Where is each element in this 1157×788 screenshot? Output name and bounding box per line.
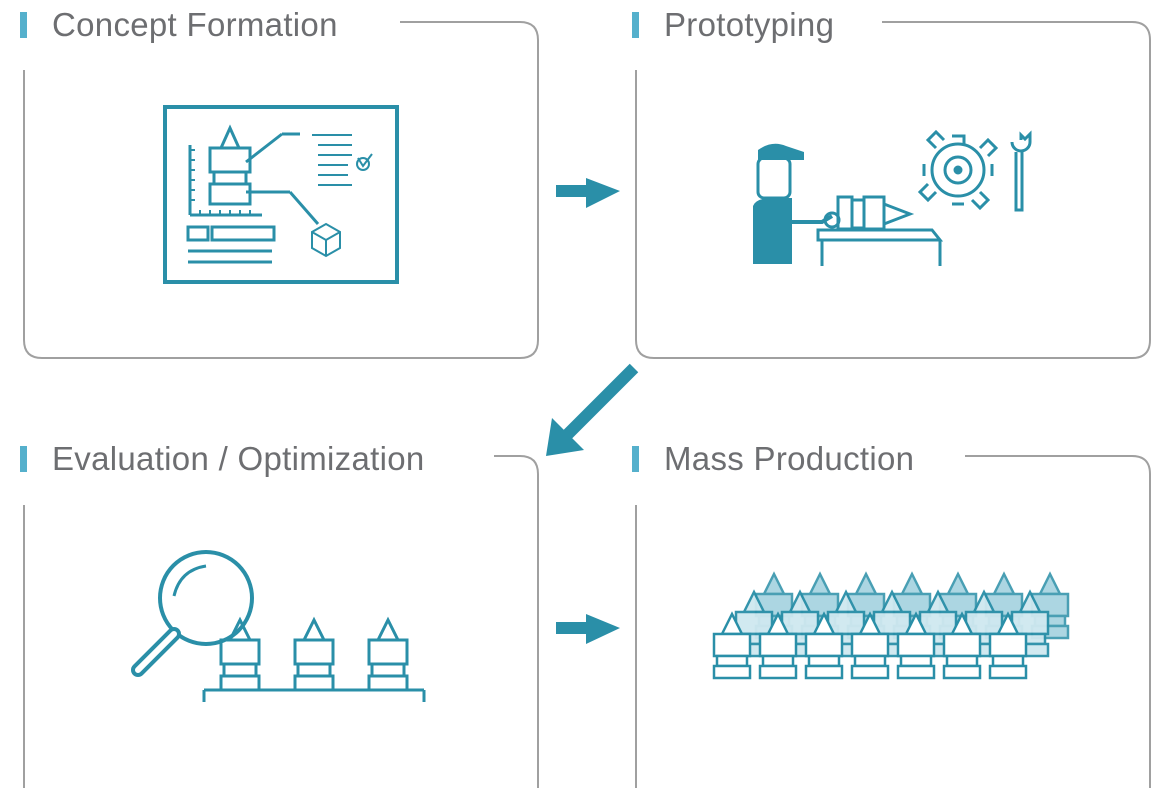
panel-frame-prototyping — [635, 21, 1151, 359]
gear-icon — [917, 129, 999, 211]
part-icon — [988, 611, 1028, 680]
panel-title-evaluation: Evaluation / Optimization — [52, 440, 425, 477]
arrow-down-left-head — [546, 418, 584, 456]
panel-frame-evaluation — [23, 455, 539, 788]
arrow-right-icon-2 — [556, 614, 620, 644]
blueprint-icon — [163, 105, 399, 284]
part-icon — [758, 611, 798, 680]
title-marker — [20, 12, 27, 38]
part-icon — [1010, 589, 1050, 658]
panel-title-concept: Concept Formation — [52, 6, 338, 43]
title-marker — [20, 446, 27, 472]
panel-frame-mass-production — [635, 455, 1151, 788]
magnifier-inspection-icon — [131, 550, 426, 702]
part-icon — [942, 611, 982, 680]
part-icon — [712, 611, 752, 680]
panel-title-prototyping: Prototyping — [664, 6, 835, 43]
mass-production-icon — [712, 571, 1070, 680]
title-marker — [632, 12, 639, 38]
arrow-down-left-icon — [561, 363, 639, 441]
arrow-right-icon — [556, 178, 620, 208]
wrench-icon — [1010, 130, 1032, 212]
worker-at-machine-icon — [753, 129, 1032, 266]
part-icon — [804, 611, 844, 680]
part-icon — [850, 611, 890, 680]
title-marker — [632, 446, 639, 472]
part-icon — [896, 611, 936, 680]
panel-title-mass-production: Mass Production — [664, 440, 915, 477]
panel-frame-concept — [23, 21, 539, 359]
